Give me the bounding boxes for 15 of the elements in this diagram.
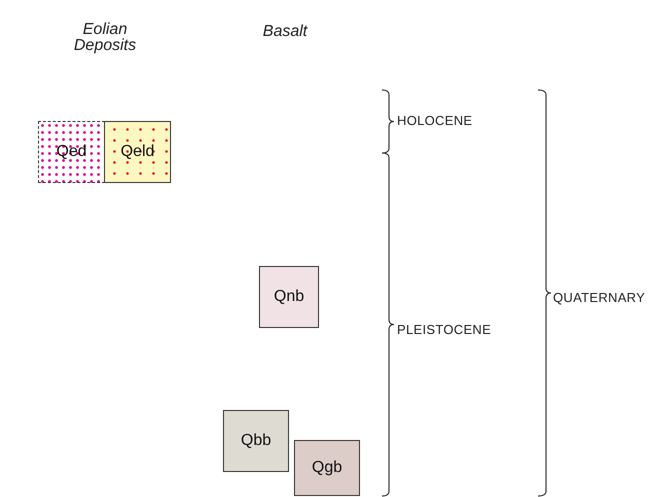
unit-symbol: Qnb xyxy=(274,288,304,306)
map-unit-box xyxy=(223,410,289,472)
unit-symbol: Qeld xyxy=(120,143,154,161)
map-unit-box xyxy=(104,121,171,183)
unit-symbol: Qed xyxy=(56,143,87,161)
map-unit-box xyxy=(294,440,360,496)
epoch-label: HOLOCENE xyxy=(397,113,472,128)
column-heading: Eolian Deposits xyxy=(72,22,138,54)
period-label: QUATERNARY xyxy=(553,290,646,305)
unit-symbol: Qbb xyxy=(240,432,272,450)
epoch-label: PLEISTOCENE xyxy=(397,322,492,337)
unit-symbol: Qgb xyxy=(312,459,342,477)
map-unit-box xyxy=(38,121,105,183)
map-unit-box xyxy=(259,266,319,328)
column-heading: Basalt xyxy=(262,24,309,40)
